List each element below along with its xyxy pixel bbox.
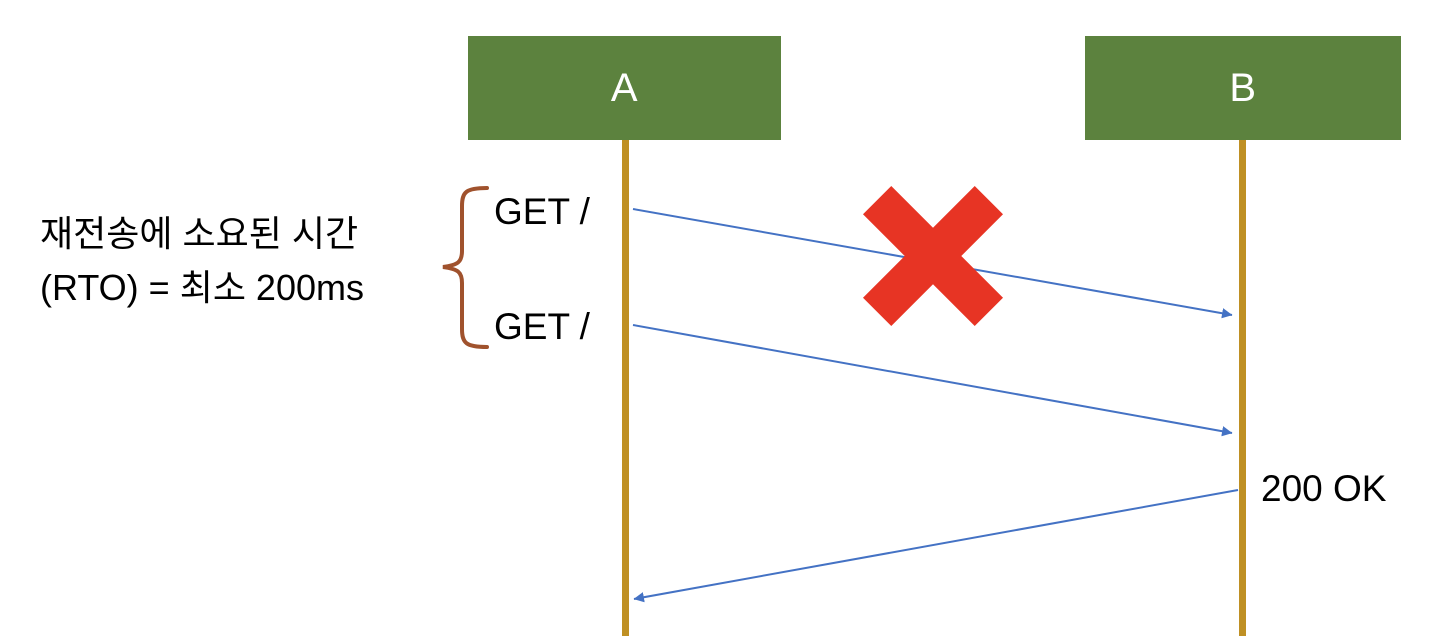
message-arrow-2 (632, 324, 1233, 437)
message-label-get-1: GET / (494, 191, 590, 232)
packet-loss-x-icon (862, 185, 1004, 327)
participant-box-a[interactable]: A (468, 36, 781, 140)
rto-annotation-note: 재전송에 소요된 시간 (RTO) = 최소 200ms (40, 207, 440, 315)
message-label-200-ok: 200 OK (1261, 468, 1387, 509)
rto-annotation-line-1: 재전송에 소요된 시간 (40, 213, 359, 254)
participant-label-b: B (1229, 66, 1257, 110)
rto-brace (442, 186, 489, 349)
rto-annotation-line-2: (RTO) = 최소 200ms (40, 267, 364, 308)
message-label-get-2: GET / (494, 306, 590, 347)
message-arrow-3 (633, 489, 1239, 603)
participant-label-a: A (610, 66, 639, 110)
participant-box-b[interactable]: B (1085, 36, 1401, 140)
